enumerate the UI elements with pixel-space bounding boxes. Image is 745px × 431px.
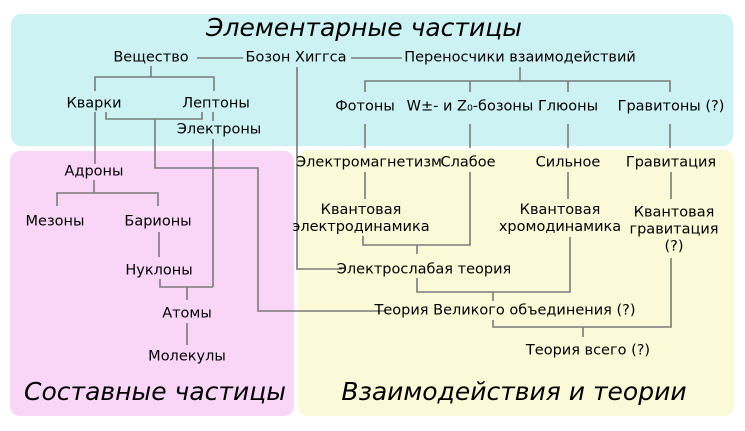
node-hadrons: Адроны — [64, 163, 124, 180]
node-quantum-gravity: Квантовая гравитация (?) — [629, 204, 719, 255]
node-molecules: Молекулы — [148, 348, 226, 365]
node-weak-interaction: Слабое — [440, 154, 496, 171]
region-interactions-theories — [298, 150, 734, 416]
node-quarks: Кварки — [66, 95, 122, 112]
node-leptons: Лептоны — [182, 95, 250, 112]
node-theory-of-everything: Теория всего (?) — [525, 342, 651, 359]
node-grand-unified-theory: Теория Великого объединения (?) — [374, 302, 636, 319]
node-force-carriers: Переносчики взаимодействий — [404, 49, 636, 66]
node-baryons: Барионы — [124, 213, 192, 230]
node-higgs-boson: Бозон Хиггса — [245, 49, 347, 66]
node-quantum-electrodynamics: Квантовая электродинамика — [292, 202, 430, 235]
node-wz-bosons: W±- и Z₀-бозоны — [406, 98, 534, 115]
node-gravitation: Гравитация — [625, 154, 717, 171]
node-mesons: Мезоны — [25, 213, 85, 230]
node-nucleons: Нуклоны — [125, 262, 193, 279]
title-composite-particles: Составные частицы — [24, 377, 286, 406]
node-gravitons: Гравитоны (?) — [617, 98, 725, 115]
node-quantum-chromodynamics: Квантовая хромодинамика — [498, 202, 622, 235]
region-elementary-particles — [11, 14, 733, 146]
node-gluons: Глюоны — [537, 98, 599, 115]
node-electromagnetism: Электромагнетизм — [296, 154, 442, 171]
node-matter: Вещество — [113, 49, 189, 66]
title-elementary-particles: Элементарные частицы — [206, 13, 522, 42]
node-strong-interaction: Сильное — [535, 154, 601, 171]
node-atoms: Атомы — [162, 305, 212, 322]
title-interactions-theories: Взаимодействия и теории — [341, 377, 687, 406]
node-photons: Фотоны — [335, 98, 395, 115]
node-electroweak-theory: Электрослабая теория — [336, 261, 512, 278]
node-electrons: Электроны — [176, 121, 262, 138]
